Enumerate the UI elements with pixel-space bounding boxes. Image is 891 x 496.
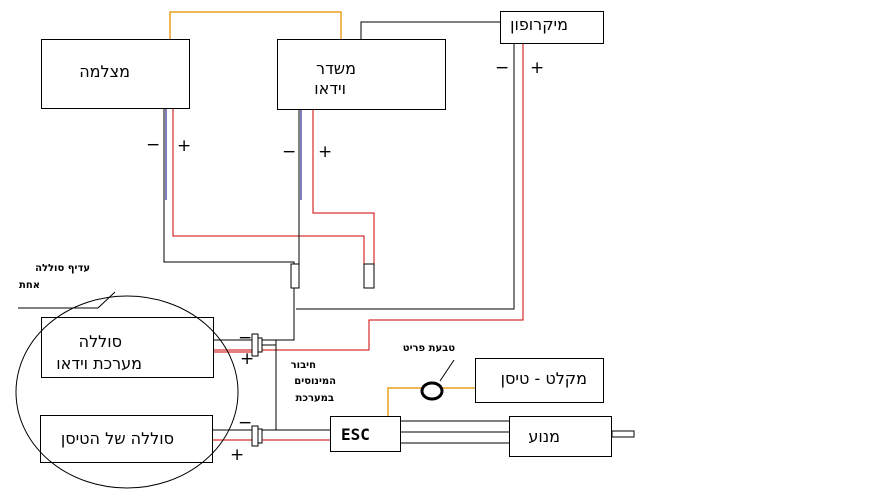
video-battery-label-2: מערכת וידאו [56,354,142,373]
transmitter-plus-sign: + [318,142,333,162]
plane-battery-label: סוללה של הטיסן [60,429,174,448]
motor-shaft [611,430,635,438]
transmitter-minus-sign: − [282,142,297,162]
ferrite-note: טבעת פריט [402,343,455,354]
plane-battery-connector-2 [257,428,263,444]
video-battery-connector-2 [257,337,263,353]
microphone-block [500,11,604,44]
signal-wire-camera-transmitter [169,11,342,39]
ferrite-pointer [439,359,455,382]
plane-battery-connector [251,425,259,447]
transmitter-positive-wire [312,110,375,287]
transmitter-label-2: וידאו [314,79,346,98]
microphone-label: מיקרופון [510,15,568,34]
esc-label: ESC [341,425,370,444]
mic-plus-sign: + [530,58,545,78]
transmitter-block [277,39,446,110]
preferred-note-2: אחת [19,280,40,291]
motor-label: מנוע [528,427,560,446]
esc-receiver-signal-wire [387,387,475,416]
receiver-label: מקלט - טיסן [500,369,587,388]
preferred-note-1: עדיף סוללה [35,263,90,274]
negative-bus [256,288,295,341]
video-battery-block [41,317,214,378]
video-battery-label-1: סוללה [78,332,122,351]
camera-positive-wire [172,109,365,287]
mic-negative-wire [296,44,515,310]
connector-negative [290,263,300,289]
transmitter-label-1: משדר [316,59,356,78]
batteries-highlight-ellipse [15,295,239,489]
video-battery-minus-sign: − [238,328,253,348]
minus-join-note-1: חיבור [290,360,316,371]
minus-join-note-3: במערכת [295,393,334,404]
mic-positive-wire [214,44,524,351]
esc-block [330,416,401,452]
plane-battery-block [40,415,213,463]
camera-block [41,39,190,109]
connector-positive [363,263,375,289]
camera-label: מצלמה [79,62,130,81]
preferred-pointer-diag [97,291,116,309]
plane-battery-minus-sign: − [238,413,253,433]
minus-join-note-2: המינוסים [294,376,336,387]
plane-battery-plus-sign: + [230,445,245,465]
motor-block [509,416,612,457]
camera-minus-sign: − [146,135,161,155]
signal-wire-mic-transmitter [360,21,500,39]
camera-plus-sign: + [177,136,192,156]
video-battery-plus-sign: + [240,349,255,369]
mic-minus-sign: − [495,58,510,78]
receiver-block [475,358,604,403]
ferrite-ring-icon [420,381,444,401]
